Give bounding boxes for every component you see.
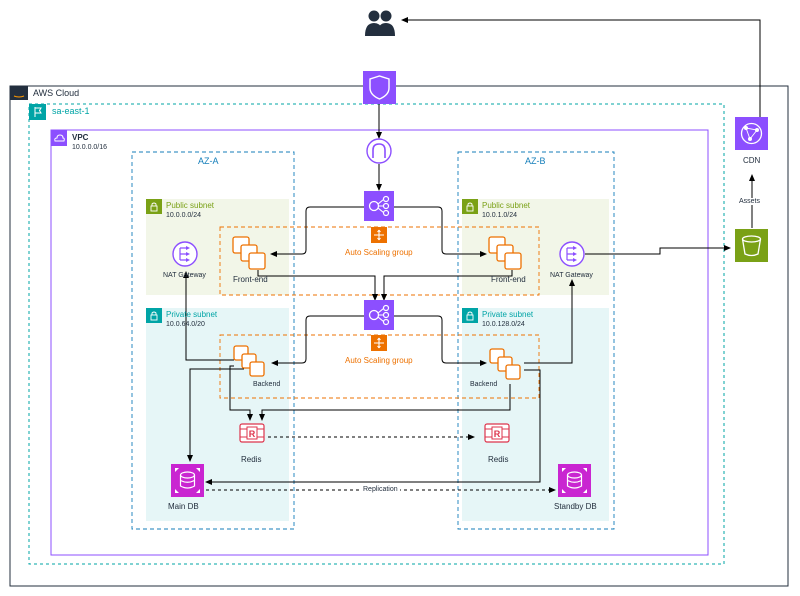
edge-back-b-to-redis-a [259, 384, 511, 421]
main-db-label: Main DB [168, 502, 199, 511]
private-subnet-b-cidr: 10.0.128.0/24 [482, 321, 525, 328]
nat-a-label: NAT Gateway [163, 272, 206, 279]
standby-db-label: Standby DB [554, 502, 597, 511]
az-a-boundary [131, 151, 295, 530]
edge-nat-b-to-s3 [585, 245, 731, 255]
vpc-cloud-icon [51, 130, 67, 146]
assets-edge-label: Assets [738, 198, 762, 205]
edge-back-b-to-nat-b [524, 279, 575, 364]
lock-icon [146, 308, 162, 323]
private-subnet-a-box [146, 308, 289, 521]
rds-database-icon [171, 464, 204, 497]
cloudfront-icon [735, 117, 768, 150]
vpc-cidr: 10.0.0.0/16 [72, 144, 108, 151]
edge-elb-to-front-b [394, 206, 487, 257]
aws-cloud-label: AWS Cloud [33, 88, 80, 98]
users-icon [365, 10, 395, 36]
az-a-label: AZ-A [198, 156, 219, 166]
load-balancer-icon [364, 191, 394, 221]
ec2-instances-icon [488, 236, 522, 270]
lock-icon [462, 308, 478, 323]
region-label: sa-east-1 [52, 106, 90, 116]
elasticache-redis-icon: R [484, 423, 510, 443]
asg-front-boundary [219, 226, 540, 296]
route53-shield-icon [363, 71, 396, 104]
replication-edge-label: Replication [361, 486, 400, 493]
public-subnet-a-box [146, 199, 289, 295]
az-b-label: AZ-B [525, 156, 546, 166]
elasticache-redis-icon: R [239, 423, 265, 443]
public-subnet-a-label: Public subnet [166, 201, 215, 210]
edge-elb-to-front-a [270, 206, 364, 257]
edge-back-a-to-redis-a [229, 365, 253, 421]
public-subnet-b-box [462, 199, 609, 295]
edge-back-b-to-main-db [205, 369, 541, 485]
aws-cloud-boundary [9, 85, 789, 587]
internet-gateway-icon [366, 138, 392, 164]
rds-database-icon [558, 464, 591, 497]
edge-cdn-to-users [401, 17, 761, 117]
ec2-instances-icon [489, 348, 521, 380]
public-subnet-b-cidr: 10.0.1.0/24 [482, 212, 518, 219]
asg-back-boundary [219, 334, 540, 399]
front-end-a-label: Front-end [233, 275, 268, 284]
vpc-label: VPC [72, 133, 89, 142]
private-subnet-b-label: Private subnet [482, 310, 534, 319]
svg-text:R: R [249, 429, 256, 439]
region-flag-icon [29, 104, 46, 120]
backend-b-label: Backend [470, 381, 498, 388]
nat-gateway-icon [172, 241, 198, 267]
private-subnet-a-label: Private subnet [166, 310, 218, 319]
auto-scaling-icon [371, 335, 387, 351]
auto-scaling-icon [371, 227, 387, 243]
edge-elb2-to-back-a [271, 315, 364, 366]
private-subnet-a-cidr: 10.0.64.0/20 [166, 321, 205, 328]
cdn-label: CDN [743, 156, 761, 165]
public-subnet-a-cidr: 10.0.0.0/24 [166, 212, 202, 219]
lock-icon [462, 199, 478, 214]
edge-front-a-to-elb2 [257, 270, 378, 301]
aws-logo-icon [10, 86, 28, 100]
redis-b-label: Redis [488, 455, 509, 464]
nat-gateway-icon [559, 241, 585, 267]
asg-back-label: Auto Scaling group [345, 356, 413, 365]
ec2-instances-icon [233, 345, 265, 377]
nat-b-label: NAT Gateway [550, 272, 593, 279]
asg-front-label: Auto Scaling group [345, 248, 413, 257]
backend-a-label: Backend [253, 381, 281, 388]
ec2-instances-icon [232, 236, 266, 270]
public-subnet-b-label: Public subnet [482, 201, 531, 210]
load-balancer-icon [364, 300, 394, 330]
lock-icon [146, 199, 162, 214]
edge-front-b-to-elb2 [381, 270, 513, 301]
edge-back-a-to-main-db [187, 368, 244, 462]
edge-back-a-to-nat-a [183, 271, 234, 361]
s3-bucket-icon [735, 229, 768, 262]
az-b-boundary [457, 151, 615, 530]
svg-text:R: R [494, 429, 501, 439]
region-boundary [28, 103, 725, 565]
edge-elb2-to-back-b [394, 315, 487, 366]
redis-a-label: Redis [241, 455, 262, 464]
front-end-b-label: Front-end [491, 275, 526, 284]
